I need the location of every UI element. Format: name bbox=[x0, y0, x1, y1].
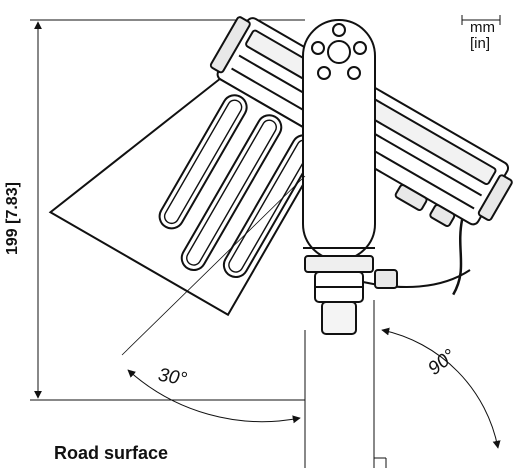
connector-1 bbox=[394, 184, 428, 212]
prong-1-inner bbox=[163, 99, 243, 225]
left-end-cap bbox=[209, 16, 251, 74]
bolt-left bbox=[311, 41, 325, 55]
angle-30-arc bbox=[127, 369, 301, 424]
bolt-top bbox=[332, 23, 346, 37]
connector-2 bbox=[429, 204, 456, 228]
height-dimension-label: 199 [7.83] bbox=[4, 182, 21, 255]
center-bolt bbox=[327, 40, 351, 64]
unit-mm-label: mm bbox=[470, 19, 495, 36]
right-end-cap bbox=[477, 174, 513, 222]
prong-1 bbox=[158, 94, 248, 230]
tilt-reference-line bbox=[121, 175, 306, 356]
angle-90-arc bbox=[381, 327, 501, 449]
cable bbox=[452, 218, 464, 296]
bolt-bottom-left bbox=[317, 66, 331, 80]
units-bracket bbox=[461, 15, 501, 25]
road-surface-label: Road surface bbox=[54, 443, 169, 463]
prong-2 bbox=[180, 114, 283, 272]
arm-collar bbox=[304, 255, 374, 273]
fitting-nozzle bbox=[321, 301, 357, 335]
side-connector bbox=[374, 269, 398, 289]
unit-in-label: [in] bbox=[470, 35, 491, 52]
angle-30-label: 30° bbox=[156, 364, 189, 391]
bolt-bottom-right bbox=[347, 66, 361, 80]
mounting-arm bbox=[302, 19, 471, 335]
prong-2-inner bbox=[186, 119, 277, 266]
bolt-right bbox=[353, 41, 367, 55]
reference-lines bbox=[121, 175, 387, 468]
